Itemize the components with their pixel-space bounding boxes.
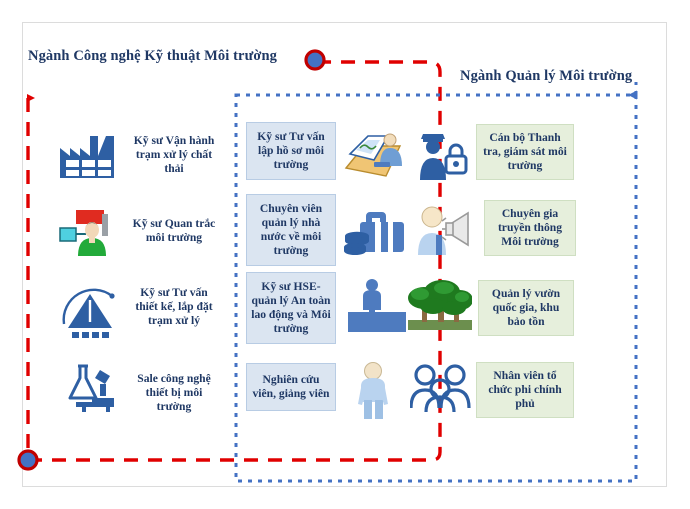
job-label-col1-2: Kỹ sư Quan trắc môi trường (132, 216, 216, 244)
job-label-col1-1: Kỹ sư Vận hành trạm xử lý chất thải (133, 133, 215, 176)
job-label-col2-2: Chuyên viên quản lý nhà nước về môi trườ… (246, 194, 336, 266)
job-label-col1-4: Sale công nghệ thiết bị môi trường (137, 371, 211, 414)
people-group-icon (410, 364, 471, 412)
worker-at-podium-icon (348, 279, 406, 332)
job-label-col2-1: Kỹ sư Tư vấn lập hồ sơ môi trường (246, 122, 336, 180)
job-label-col2-3: Kỹ sư HSE- quản lý An toàn lao động và M… (246, 272, 336, 344)
monitoring-person-icon (59, 210, 108, 256)
lab-flask-microscope-icon (68, 364, 114, 412)
person-megaphone-icon (418, 206, 469, 255)
page-frame (22, 22, 667, 487)
forest-trees-icon (408, 280, 472, 330)
standing-person-icon (358, 362, 388, 419)
job-label-col3-3: Quản lý vườn quốc gia, khu bảo tồn (478, 280, 574, 336)
briefcase-coins-icon (344, 212, 404, 255)
page-title-right: Ngành Quản lý Môi trường (460, 68, 633, 84)
gauge-meter-icon (62, 288, 115, 338)
factory-icon (60, 136, 114, 178)
job-label-col3-4: Nhân viên tổ chức phi chính phủ (476, 362, 574, 418)
job-label-col1-3: Kỹ sư Tư vấn thiết kế, lắp đặt trạm xử l… (135, 285, 213, 328)
page-title-left: Ngành Công nghệ Kỹ thuật Môi trường (28, 48, 278, 64)
inspector-with-lock-icon (420, 134, 468, 180)
job-label-col2-4: Nghiên cứu viên, giảng viên (246, 363, 336, 411)
job-label-col3-2: Chuyên gia truyền thông Môi trường (484, 200, 576, 256)
person-at-desk-document-icon (344, 133, 402, 177)
job-label-col3-1: Cán bộ Thanh tra, giám sát môi trường (476, 124, 574, 180)
